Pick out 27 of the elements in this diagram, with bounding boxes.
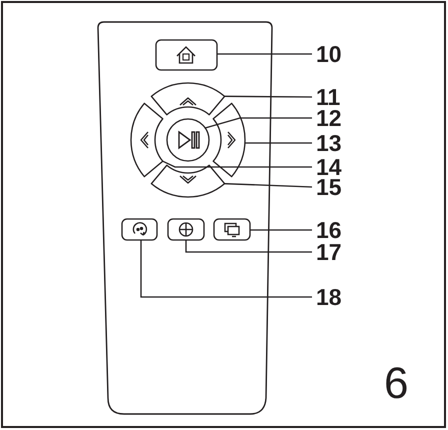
callout-number: 12 xyxy=(316,107,342,129)
up-button xyxy=(150,82,226,116)
leader-line xyxy=(245,142,312,144)
callout-number: 17 xyxy=(316,241,342,263)
callout-number: 11 xyxy=(316,86,340,108)
down-button xyxy=(150,164,226,198)
leader-line xyxy=(140,240,312,298)
leader-line xyxy=(224,183,312,188)
figure-number: 6 xyxy=(384,362,408,406)
crosshair-button xyxy=(167,218,205,241)
callout-number: 10 xyxy=(316,43,342,65)
screen-button xyxy=(213,218,251,241)
play-pause-button xyxy=(166,118,210,162)
right-button xyxy=(212,102,246,178)
callout-number: 16 xyxy=(316,219,342,241)
left-button xyxy=(130,102,164,178)
callout-number: 15 xyxy=(316,176,342,198)
home-button xyxy=(155,39,218,71)
leader-line xyxy=(185,240,312,253)
callout-number: 13 xyxy=(316,132,342,154)
leader-line xyxy=(162,160,312,168)
callout-number: 14 xyxy=(316,156,342,178)
leader-line xyxy=(224,96,312,98)
repeat-button xyxy=(121,218,158,241)
leader-line xyxy=(250,229,312,231)
leader-line xyxy=(217,53,312,55)
callout-number: 18 xyxy=(316,286,342,308)
